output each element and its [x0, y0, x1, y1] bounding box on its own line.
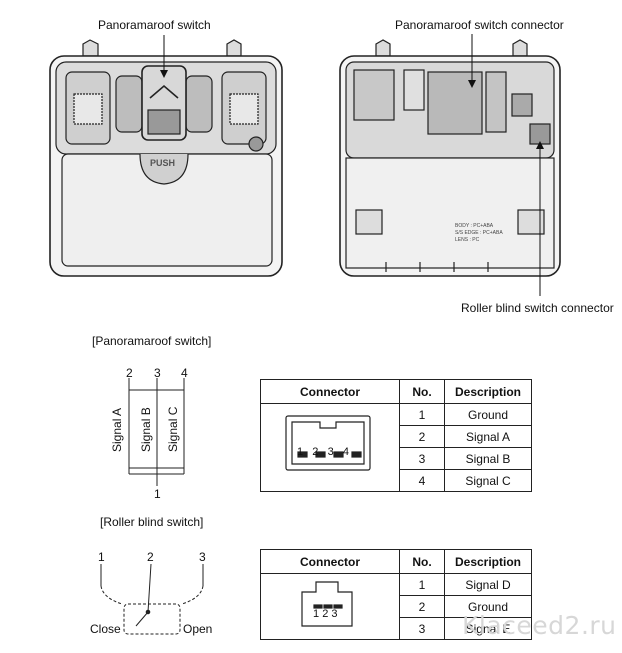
table-header-no: No. [399, 549, 445, 574]
table-row: 2 Signal A [261, 425, 532, 448]
table-row: 3 Signal E [261, 617, 532, 640]
row-no: 2 [399, 595, 445, 618]
pin-label-1: 1 [154, 487, 161, 501]
arrow-up-icon [536, 141, 544, 149]
board-text-3: LENS : PC [455, 237, 480, 243]
table-header-description: Description [444, 549, 532, 574]
row-desc: Signal C [444, 469, 532, 492]
roller-section-title: [Roller blind switch] [100, 515, 204, 529]
pin-label-4: 4 [181, 366, 188, 380]
table-header-connector: Connector [260, 379, 400, 404]
overhead-console-front-view [49, 39, 283, 277]
open-label: Open [183, 622, 213, 636]
row-desc: Ground [444, 403, 532, 426]
connector-cell: 1 2 3 4 [260, 403, 400, 492]
pin-label-3: 3 [154, 366, 161, 380]
row-no: 3 [399, 617, 445, 640]
watermark: Klaceed2.ru [462, 611, 617, 640]
connector-cell: 1 2 3 [260, 573, 400, 640]
roller-pin-2: 2 [147, 550, 154, 564]
table-header-no: No. [399, 379, 445, 404]
row-desc: Signal A [444, 425, 532, 448]
roller-schematic [100, 563, 204, 635]
connector-pin: 1 [297, 446, 304, 458]
row-no: 1 [399, 573, 445, 596]
close-label: Close [90, 622, 121, 636]
connector-pin: 2 [312, 446, 319, 458]
panoramaroof-switch-callout: Panoramaroof switch [98, 18, 211, 32]
roller-pin-3: 3 [199, 550, 206, 564]
table-row: 4 Signal C [261, 469, 532, 492]
roller-pin-1: 1 [98, 550, 105, 564]
table-row: 1 2 3 4 1 Ground [260, 403, 532, 492]
connector-pin-numbers: 1 2 3 [313, 608, 338, 620]
table-header-description: Description [444, 379, 532, 404]
row-desc: Signal D [444, 573, 532, 596]
signal-b-label: Signal B [139, 407, 153, 452]
overhead-console-back-view [339, 39, 561, 277]
table-header-connector: Connector [260, 549, 400, 574]
panoramaroof-connector-table: Connector No. Description 1 2 3 4 1 Grou… [260, 379, 532, 492]
connector-pin-numbers: 1 2 3 4 [297, 446, 349, 458]
roller-connector-table: Connector No. Description 1 2 3 1 Signal… [260, 549, 532, 640]
connector-pin: 3 [327, 446, 334, 458]
row-no: 4 [399, 469, 445, 492]
arrow-down-icon [468, 80, 476, 88]
connector-pin: 2 [322, 608, 329, 620]
push-label: PUSH [150, 158, 176, 168]
signal-a-label: Signal A [110, 407, 124, 452]
panoramaroof-schematic [128, 378, 185, 486]
signal-c-label: Signal C [166, 406, 180, 452]
row-no: 3 [399, 447, 445, 470]
board-text-2: S/S EDGE : PC+ABA [455, 230, 503, 236]
connector-pin: 3 [331, 608, 338, 620]
row-no: 1 [399, 403, 445, 426]
pin-label-2: 2 [126, 366, 133, 380]
row-no: 2 [399, 425, 445, 448]
arrow-down-icon [160, 70, 168, 78]
roller-connector-callout: Roller blind switch connector [461, 301, 614, 315]
row-desc: Signal E [444, 617, 532, 640]
board-text-1: BODY : PC+ABA [455, 223, 494, 229]
table-row: 1 2 3 1 Signal D [260, 573, 532, 640]
panoramaroof-connector-callout: Panoramaroof switch connector [395, 18, 564, 32]
connector-pin: 4 [342, 446, 350, 458]
row-desc: Signal B [444, 447, 532, 470]
connector-pin: 1 [313, 608, 320, 620]
panoramaroof-section-title: [Panoramaroof switch] [92, 334, 212, 348]
